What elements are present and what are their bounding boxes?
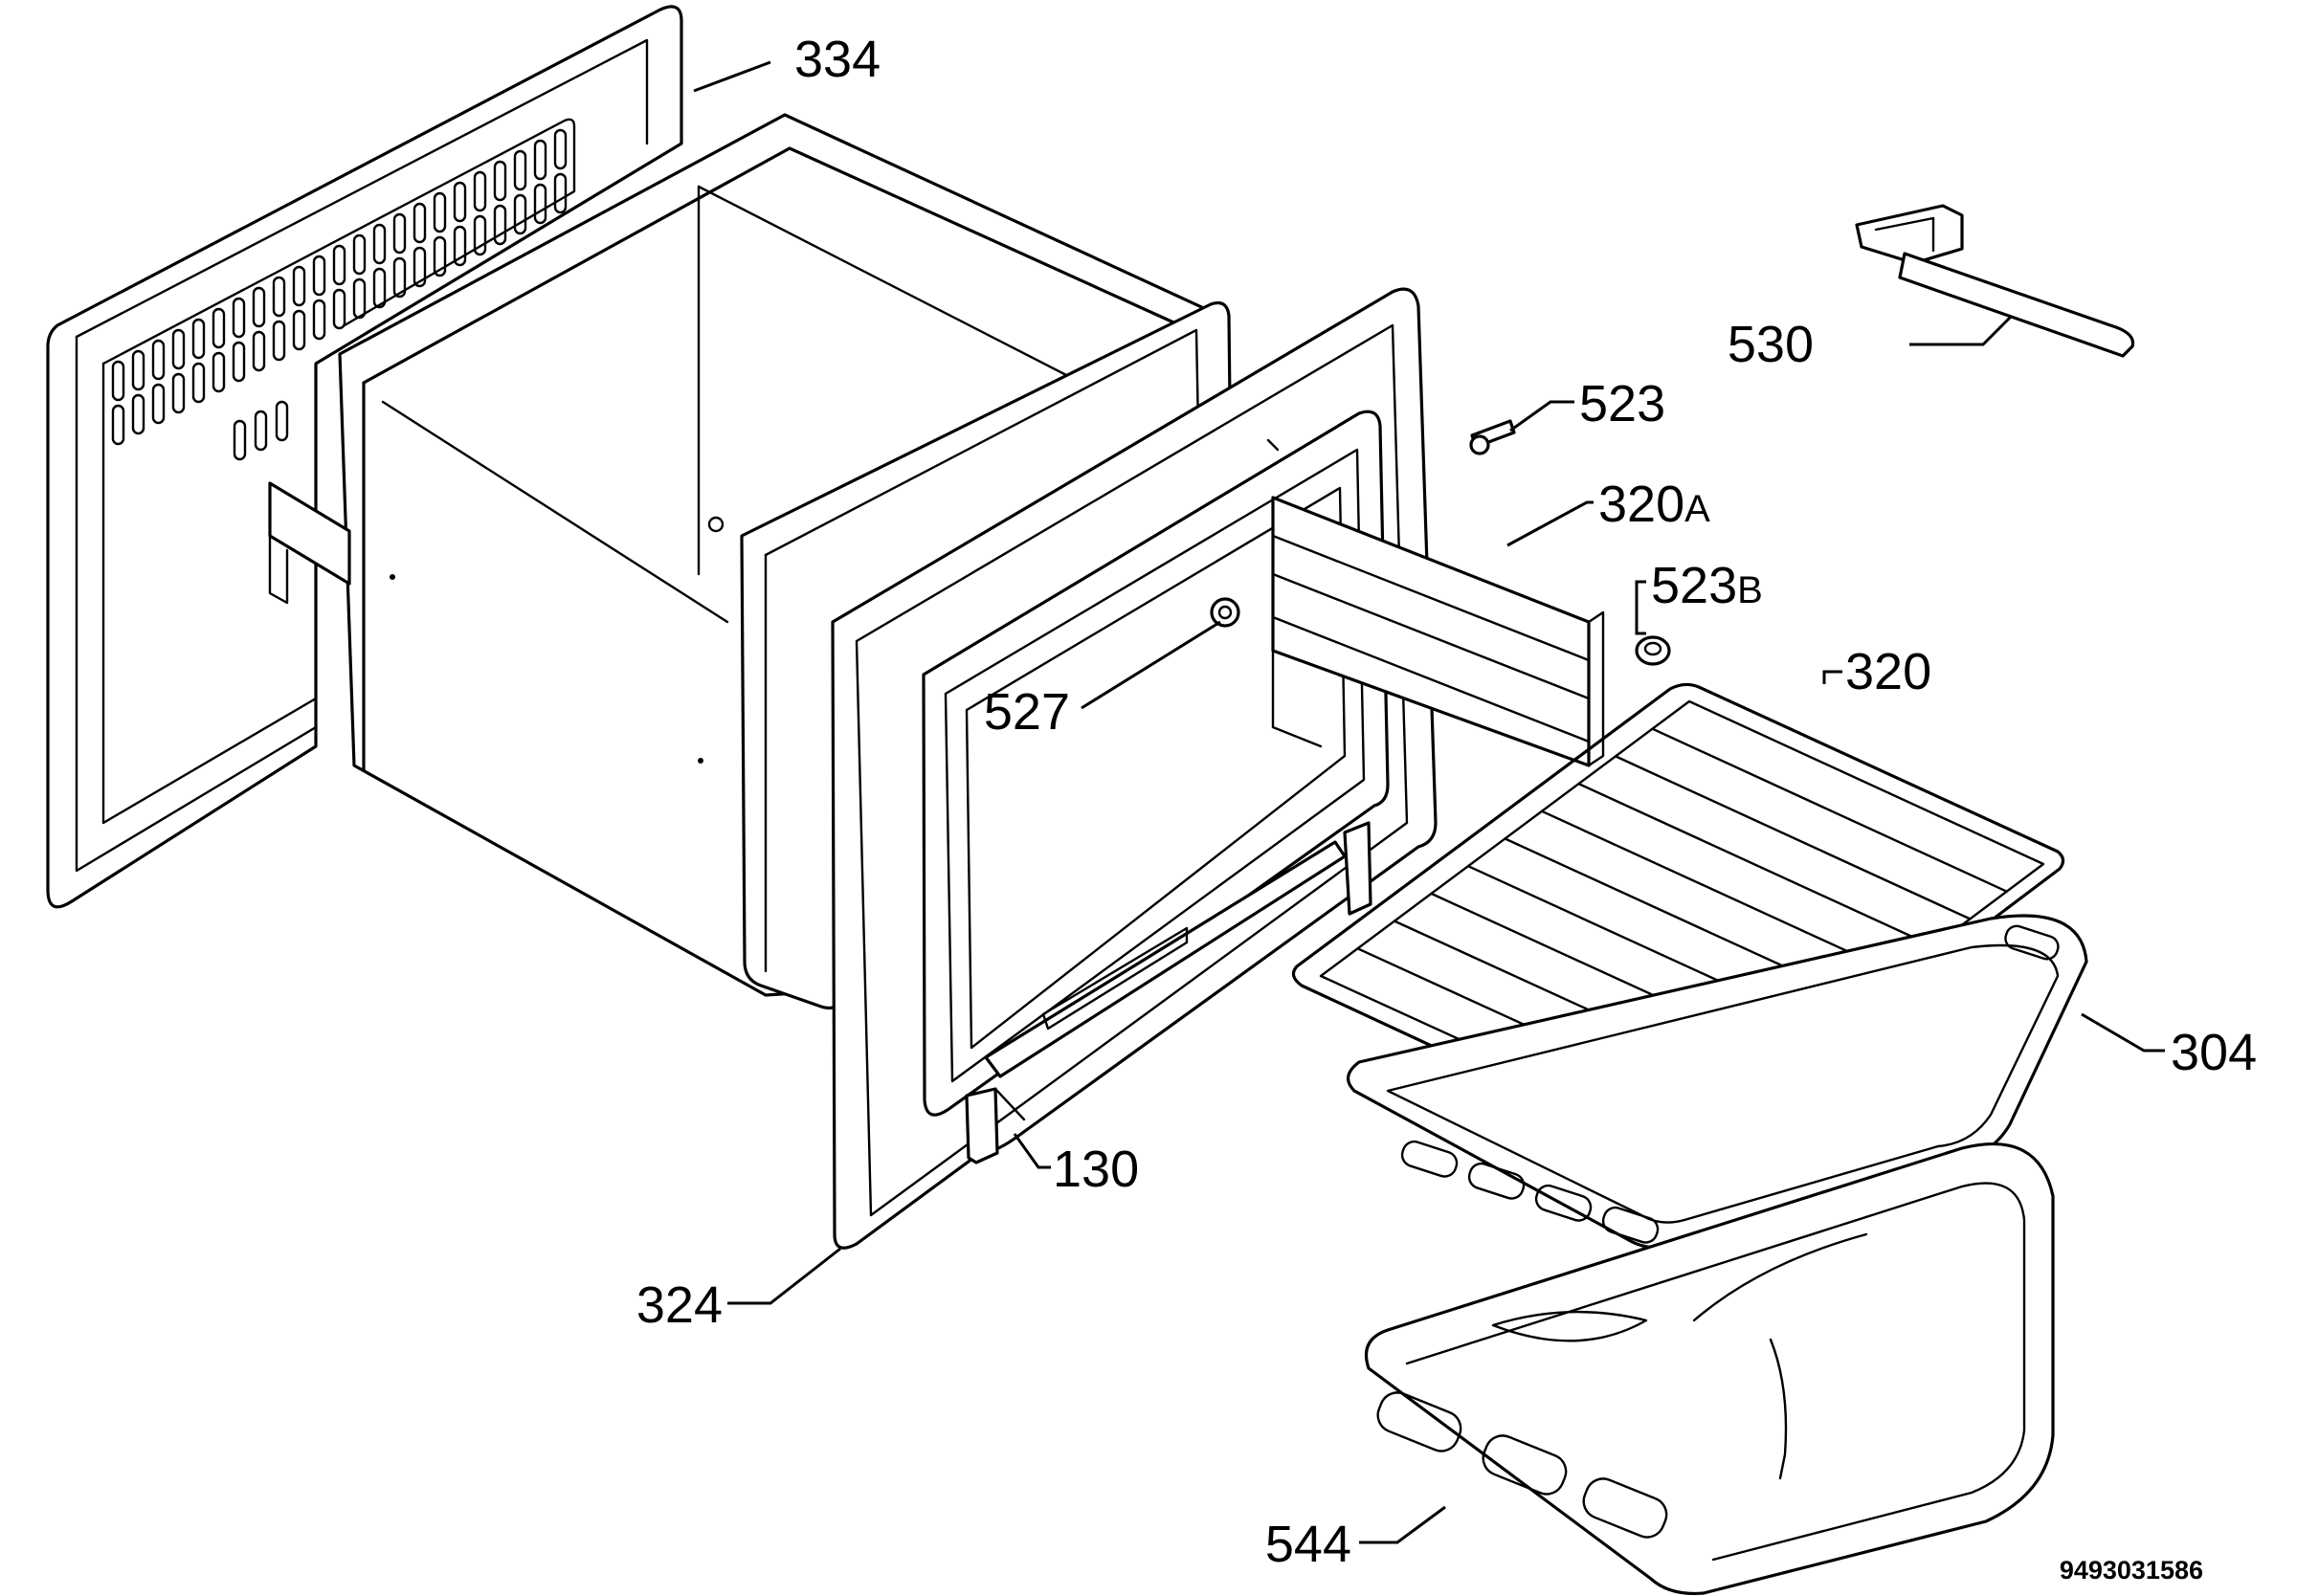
- vent-slot: [171, 372, 186, 414]
- vent-slot: [191, 318, 206, 360]
- drip-pan-544: [1364, 1142, 2055, 1596]
- vent-slot: [533, 183, 547, 225]
- vent-slot: [292, 265, 306, 307]
- vent-slot: [392, 212, 407, 255]
- vent-slot: [553, 172, 568, 214]
- leader-lines: [693, 60, 2165, 1544]
- callout-523: 523: [1579, 375, 1665, 432]
- vent-slot: [312, 255, 326, 297]
- pan-handle-slot: [1582, 1477, 1668, 1539]
- shelf-wire: [1540, 809, 1899, 975]
- vent-slot: [292, 309, 306, 351]
- callout-523B: 523B: [1651, 557, 1763, 614]
- vent-slot: [332, 244, 346, 286]
- vent-slot: [473, 214, 487, 256]
- vent-slot: [312, 299, 326, 341]
- vent-slot: [473, 170, 487, 212]
- grommet-523B: [1635, 635, 1671, 666]
- vent-slot: [433, 191, 447, 233]
- vent-slot-grid: [111, 128, 568, 461]
- vent-slot: [372, 267, 387, 309]
- vent-slot: [275, 400, 289, 442]
- vent-slot: [151, 339, 166, 381]
- callout-320A: 320A: [1598, 476, 1710, 533]
- pan-handle-slot: [1376, 1391, 1462, 1452]
- vent-slot: [233, 419, 247, 461]
- lamp-lens-527: [1210, 597, 1240, 628]
- vent-slot: [533, 139, 547, 181]
- vent-slot: [433, 235, 447, 277]
- pan-handle-slot: [1482, 1434, 1568, 1496]
- vent-slot: [252, 330, 266, 372]
- vent-slot: [453, 181, 467, 223]
- tray-handle-slot: [1467, 1162, 1526, 1200]
- vent-slot: [191, 362, 206, 404]
- vent-slot: [131, 349, 145, 391]
- vent-slot: [151, 383, 166, 425]
- hinge-530: [1855, 204, 2135, 358]
- vent-slot: [352, 277, 367, 320]
- tray-handles: [1400, 924, 2060, 1244]
- callout-530: 530: [1728, 316, 1814, 373]
- vent-slot: [254, 410, 268, 452]
- vent-slot: [111, 404, 125, 446]
- callout-304: 304: [2171, 1024, 2257, 1081]
- vent-slot: [553, 128, 568, 170]
- vent-slot: [332, 288, 346, 330]
- callout-324: 324: [636, 1276, 723, 1334]
- screw-523: [1469, 419, 1516, 455]
- vent-slot: [212, 307, 226, 349]
- vent-slot: [272, 320, 286, 362]
- vent-slot: [272, 276, 286, 318]
- vent-slot: [111, 360, 125, 402]
- rear-panel-334: [46, 5, 683, 909]
- vent-slot: [453, 225, 467, 267]
- pan-handles: [1376, 1391, 1668, 1539]
- vent-slot: [131, 393, 145, 435]
- vent-slot: [392, 256, 407, 299]
- vent-slot: [352, 233, 367, 276]
- tray-handle-slot: [1601, 1206, 1660, 1244]
- tray-handle-slot: [1534, 1184, 1593, 1222]
- callout-527: 527: [984, 683, 1070, 741]
- callout-320: 320: [1845, 643, 1931, 700]
- vent-slot: [232, 297, 246, 339]
- tray-handle-slot: [1400, 1140, 1459, 1178]
- callout-334: 334: [794, 31, 881, 88]
- shelf-wire: [1577, 782, 1935, 948]
- callout-130: 130: [1053, 1141, 1139, 1198]
- tray-handle-slot: [2004, 924, 2060, 961]
- callout-544: 544: [1265, 1516, 1351, 1573]
- vent-slot: [171, 328, 186, 370]
- vent-slot: [513, 149, 527, 191]
- document-number: 9493031586: [2060, 1556, 2203, 1585]
- vent-slot: [372, 223, 387, 265]
- shelf-runner-320A: [1271, 496, 1605, 767]
- vent-slot: [252, 286, 266, 328]
- vent-slot: [493, 160, 507, 202]
- shelf-wire: [1614, 755, 1972, 920]
- vent-slot: [513, 193, 527, 235]
- vent-slot: [212, 351, 226, 393]
- vent-slot: [493, 204, 507, 246]
- clip-130: [965, 1087, 1026, 1164]
- vent-slot: [232, 341, 246, 383]
- vent-slot: [413, 202, 427, 244]
- vent-slot: [413, 246, 427, 288]
- callout-labels: 334 530 523 320A 523B 320 527 304 130 32…: [636, 31, 2257, 1585]
- shelf-wire: [1651, 727, 2008, 893]
